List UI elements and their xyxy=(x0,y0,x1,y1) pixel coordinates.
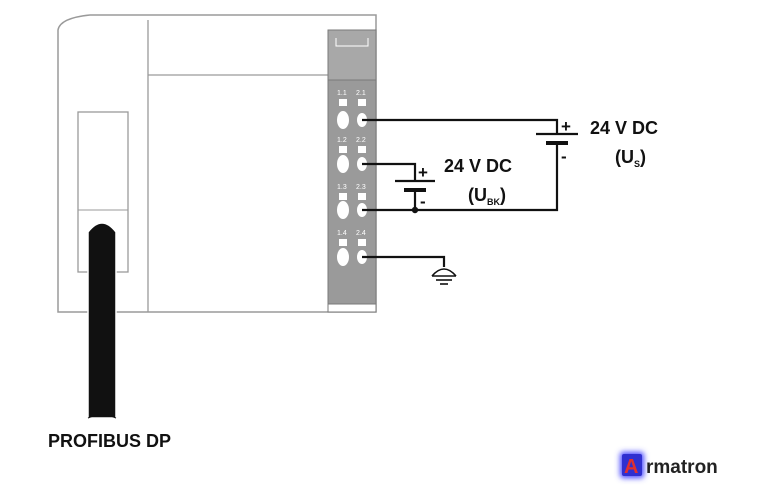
ground-icon xyxy=(431,268,457,285)
supply-ubk-label: + - 24 V DC (UBK) xyxy=(418,156,512,211)
ubk-minus-sign: - xyxy=(420,192,426,211)
brand-logo: A rmatron xyxy=(620,452,718,478)
junction-dot xyxy=(411,206,419,214)
terminal-strip: 1.1 2.1 1.2 2.2 1.3 2.3 1.4 2.4 xyxy=(327,29,377,313)
wire-us-plus xyxy=(362,118,559,134)
terminal-led xyxy=(339,239,347,246)
brand-name: rmatron xyxy=(646,457,718,478)
ubk-plus-sign: + xyxy=(418,163,428,182)
us-voltage: 24 V DC xyxy=(590,118,658,138)
terminal-label: 1.3 xyxy=(337,184,347,191)
terminal-label: 2.3 xyxy=(356,184,366,191)
profibus-cable xyxy=(87,222,117,419)
terminal-led xyxy=(358,99,366,106)
us-plus-sign: + xyxy=(561,117,571,136)
terminal-label: 2.2 xyxy=(356,137,366,144)
wire-ubk-plus xyxy=(362,162,417,181)
terminal-led xyxy=(339,193,347,200)
terminal-led xyxy=(339,146,347,153)
battery-icon xyxy=(536,132,578,145)
terminal-label: 2.1 xyxy=(356,90,366,97)
us-minus-sign: - xyxy=(561,147,567,166)
terminal-screw xyxy=(337,248,349,266)
brand-initial: A xyxy=(624,456,638,478)
wiring xyxy=(362,118,559,267)
wire-us-minus xyxy=(362,143,559,212)
terminal-led xyxy=(358,193,366,200)
terminal-led xyxy=(339,99,347,106)
supply-us-label: + - 24 V DC (US) xyxy=(561,117,658,169)
ubk-voltage: 24 V DC xyxy=(444,156,512,176)
us-symbol: (US) xyxy=(615,147,646,169)
terminal-label: 1.2 xyxy=(337,137,347,144)
terminal-screw xyxy=(337,201,349,219)
terminal-screw xyxy=(337,111,349,129)
terminal-led xyxy=(358,239,366,246)
terminal-led xyxy=(358,146,366,153)
terminal-screw xyxy=(337,155,349,173)
terminal-label: 1.4 xyxy=(337,230,347,237)
ubk-symbol: (UBK) xyxy=(468,185,506,207)
terminal-label: 1.1 xyxy=(337,90,347,97)
battery-icon xyxy=(395,179,435,192)
wire-ground xyxy=(362,255,446,267)
terminal-label: 2.4 xyxy=(356,230,366,237)
cable-label: PROFIBUS DP xyxy=(48,431,171,451)
